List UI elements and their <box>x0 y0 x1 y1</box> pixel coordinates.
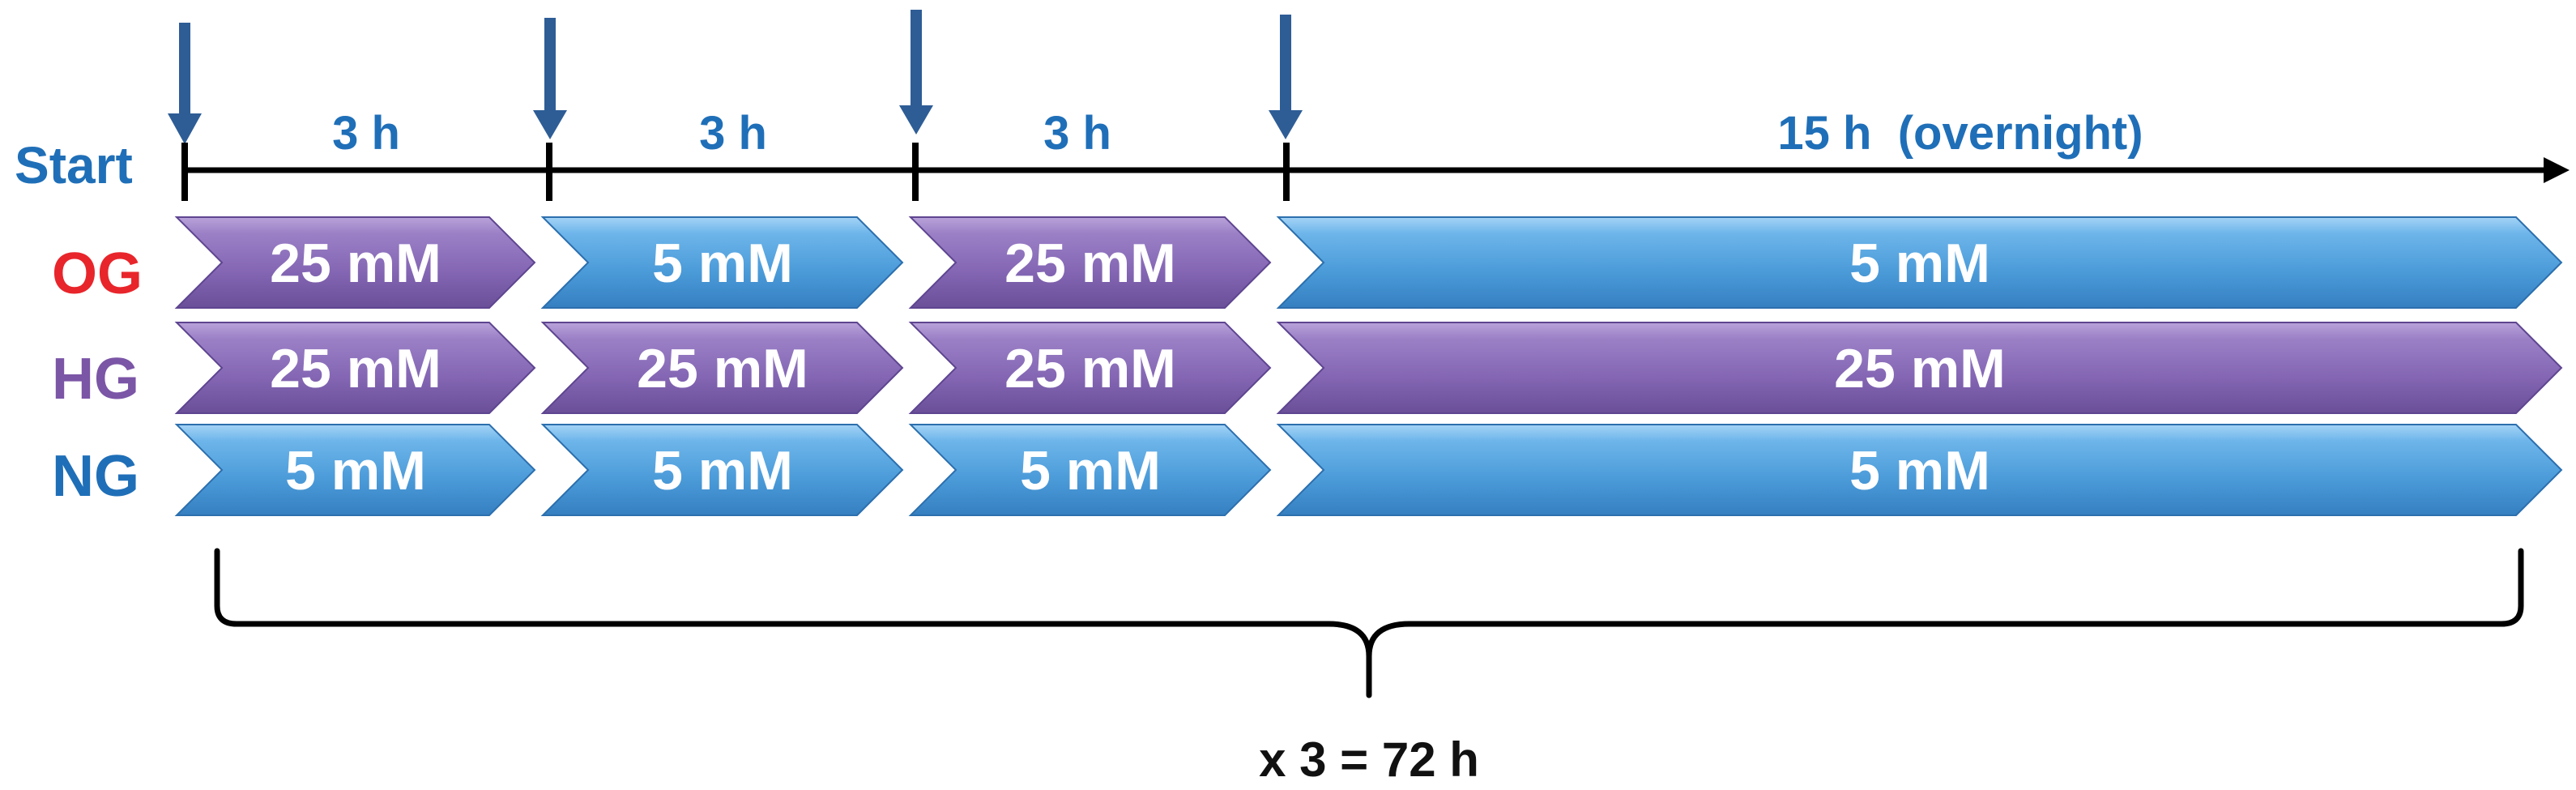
chevron-og-3 <box>908 216 1272 309</box>
row-og: 25 mM 5 mM 25 mM 5 mM <box>174 216 2563 309</box>
chevron-hg-2 <box>540 322 904 414</box>
concentration-rows: 25 mM 5 mM 25 mM 5 mM 25 mM 25 mM 25 mM 25 mM 5 … <box>174 216 2563 516</box>
duration-label-2: 3 h <box>699 107 767 160</box>
chevron-ng-2 <box>540 424 904 516</box>
concentration-label-og-3: 25 mM <box>1004 233 1176 294</box>
chevron-og-1 <box>174 216 536 309</box>
row-hg: 25 mM 25 mM 25 mM 25 mM <box>174 322 2563 414</box>
row-label-og: OG <box>52 241 143 306</box>
concentration-label-ng-1: 5 mM <box>285 440 426 502</box>
concentration-label-hg-2: 25 mM <box>637 338 808 399</box>
chevron-hg-4 <box>1276 322 2563 414</box>
concentration-label-ng-2: 5 mM <box>652 440 793 502</box>
chevron-hg-3 <box>908 322 1272 414</box>
duration-label-1: 3 h <box>332 107 400 160</box>
row-ng: 5 mM 5 mM 5 mM 5 mM <box>174 424 2563 516</box>
time-point-arrow-4 <box>1269 15 1303 139</box>
time-point-arrow-3 <box>899 10 933 135</box>
time-point-arrow-2 <box>533 18 567 139</box>
chevron-og-2 <box>540 216 904 309</box>
chevron-og-4 <box>1276 216 2563 309</box>
concentration-label-hg-4: 25 mM <box>1834 338 2006 399</box>
repeat-brace <box>214 548 2524 698</box>
concentration-label-hg-3: 25 mM <box>1004 338 1176 399</box>
duration-labels: 3 h 3 h 3 h 15 h (overnight) <box>332 107 2143 160</box>
start-label: Start <box>15 136 133 194</box>
row-labels: OG HG NG <box>52 241 143 509</box>
concentration-label-hg-1: 25 mM <box>270 338 441 399</box>
duration-label-4: 15 h (overnight) <box>1777 107 2143 160</box>
concentration-label-og-1: 25 mM <box>270 233 441 294</box>
repeat-label: x 3 = 72 h <box>1259 732 1479 787</box>
chevron-ng-4 <box>1276 424 2563 516</box>
concentration-label-ng-4: 5 mM <box>1849 440 1990 502</box>
chevron-ng-3 <box>908 424 1272 516</box>
chevron-hg-1 <box>174 322 536 414</box>
concentration-label-og-4: 5 mM <box>1849 233 1990 294</box>
time-point-arrow-1 <box>168 23 202 144</box>
timeline <box>181 143 2570 201</box>
concentration-label-ng-3: 5 mM <box>1020 440 1161 502</box>
row-label-ng: NG <box>52 444 139 509</box>
concentration-label-og-2: 5 mM <box>652 233 793 294</box>
time-point-arrows <box>168 10 1303 144</box>
chevron-ng-1 <box>174 424 536 516</box>
timeline-arrowhead <box>2544 157 2570 183</box>
duration-label-3: 3 h <box>1043 107 1111 160</box>
row-label-hg: HG <box>52 347 139 412</box>
